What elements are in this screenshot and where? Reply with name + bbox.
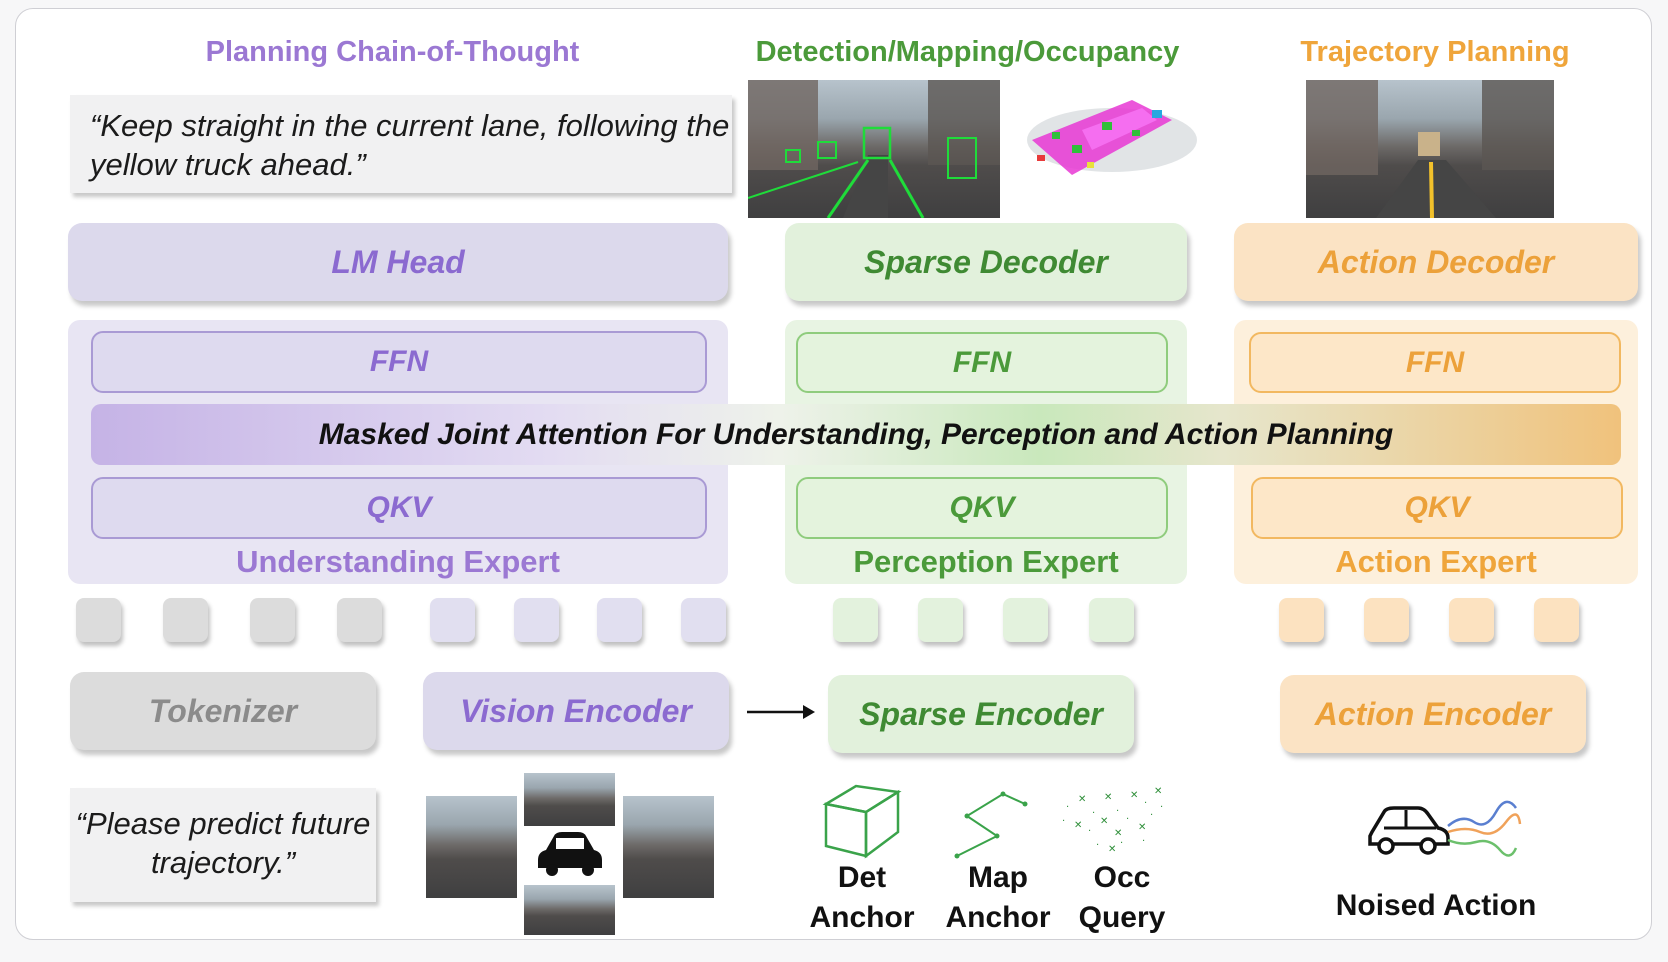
text-token bbox=[76, 598, 121, 642]
text-token bbox=[337, 598, 382, 642]
vision-token bbox=[597, 598, 642, 642]
text-token bbox=[163, 598, 208, 642]
svg-text:·: · bbox=[1092, 808, 1095, 819]
action-token bbox=[1279, 598, 1324, 642]
sparse-encoder: Sparse Encoder bbox=[828, 675, 1134, 753]
camera-image-front-right bbox=[623, 796, 714, 898]
trajectory-overlay-icon bbox=[1306, 80, 1554, 218]
action-ffn: FFN bbox=[1249, 332, 1621, 393]
title-detection-mapping-occupancy: Detection/Mapping/Occupancy bbox=[755, 36, 1180, 68]
perception-token bbox=[833, 598, 878, 642]
understanding-expert-label: Understanding Expert bbox=[236, 544, 560, 579]
action-expert-label: Action Expert bbox=[1335, 544, 1537, 579]
action-qkv: QKV bbox=[1251, 477, 1623, 539]
lm-head: LM Head bbox=[68, 223, 728, 301]
svg-text:✕: ✕ bbox=[1138, 822, 1146, 833]
svg-text:·: · bbox=[1160, 802, 1163, 813]
svg-text:·: · bbox=[1096, 840, 1099, 851]
camera-image-front-left bbox=[426, 796, 517, 898]
svg-text:·: · bbox=[1062, 816, 1065, 827]
scatter-points-icon: ·✕· ✕·✕ ·✕✕ ·✕✕ ·✕· ·✕· ··· bbox=[1062, 786, 1163, 855]
noised-action-label: Noised Action bbox=[1335, 889, 1537, 922]
svg-text:·: · bbox=[1126, 814, 1129, 825]
svg-text:✕: ✕ bbox=[1154, 786, 1162, 797]
svg-text:✕: ✕ bbox=[1100, 816, 1108, 827]
vision-token bbox=[681, 598, 726, 642]
svg-text:✕: ✕ bbox=[1108, 844, 1116, 855]
perception-token bbox=[1003, 598, 1048, 642]
svg-text:·: · bbox=[1142, 836, 1145, 847]
text-token bbox=[250, 598, 295, 642]
action-encoder: Action Encoder bbox=[1280, 675, 1586, 753]
prompt-input-quote: “Please predict future trajectory.” bbox=[70, 788, 376, 902]
svg-text:·: · bbox=[1150, 810, 1153, 821]
svg-text:·: · bbox=[1120, 838, 1123, 849]
perception-token bbox=[918, 598, 963, 642]
car-icon bbox=[538, 832, 602, 876]
noised-action-car-icon bbox=[1368, 800, 1522, 857]
svg-text:✕: ✕ bbox=[1074, 820, 1082, 831]
cube-wireframe-icon bbox=[822, 784, 902, 859]
action-decoder: Action Decoder bbox=[1234, 223, 1638, 301]
vision-token bbox=[430, 598, 475, 642]
action-token bbox=[1534, 598, 1579, 642]
tokenizer: Tokenizer bbox=[70, 672, 376, 750]
svg-text:·: · bbox=[1088, 826, 1091, 837]
vision-token bbox=[514, 598, 559, 642]
svg-text:✕: ✕ bbox=[1130, 790, 1138, 801]
svg-text:✕: ✕ bbox=[1104, 792, 1112, 803]
detection-overlay-icon bbox=[748, 80, 1000, 218]
sparse-decoder: Sparse Decoder bbox=[785, 223, 1187, 301]
action-token bbox=[1364, 598, 1409, 642]
title-trajectory-planning: Trajectory Planning bbox=[1300, 36, 1570, 68]
occupancy-pointcloud-image bbox=[1012, 90, 1200, 202]
svg-text:·: · bbox=[1144, 798, 1147, 809]
perception-ffn: FFN bbox=[796, 332, 1168, 393]
action-token bbox=[1449, 598, 1494, 642]
pointcloud-icon bbox=[1027, 100, 1197, 175]
detection-camera-image bbox=[748, 80, 1000, 218]
polyline-icon bbox=[954, 791, 1028, 859]
camera-image-front bbox=[524, 773, 615, 826]
svg-text:✕: ✕ bbox=[1078, 794, 1086, 805]
understanding-qkv: QKV bbox=[91, 477, 707, 539]
understanding-ffn: FFN bbox=[91, 331, 707, 393]
perception-token bbox=[1089, 598, 1134, 642]
svg-text:✕: ✕ bbox=[1114, 828, 1122, 839]
masked-joint-attention-bar: Masked Joint Attention For Understanding… bbox=[91, 404, 1621, 465]
vision-encoder: Vision Encoder bbox=[423, 672, 729, 750]
perception-expert-label: Perception Expert bbox=[853, 544, 1119, 579]
svg-text:·: · bbox=[1066, 802, 1069, 813]
svg-text:·: · bbox=[1116, 806, 1119, 817]
title-planning-cot: Planning Chain-of-Thought bbox=[205, 36, 580, 68]
perception-qkv: QKV bbox=[796, 477, 1168, 539]
trajectory-camera-image bbox=[1306, 80, 1554, 218]
camera-image-back bbox=[524, 885, 615, 935]
cot-output-quote: “Keep straight in the current lane, foll… bbox=[70, 95, 732, 193]
arrow-right-icon bbox=[747, 705, 815, 719]
